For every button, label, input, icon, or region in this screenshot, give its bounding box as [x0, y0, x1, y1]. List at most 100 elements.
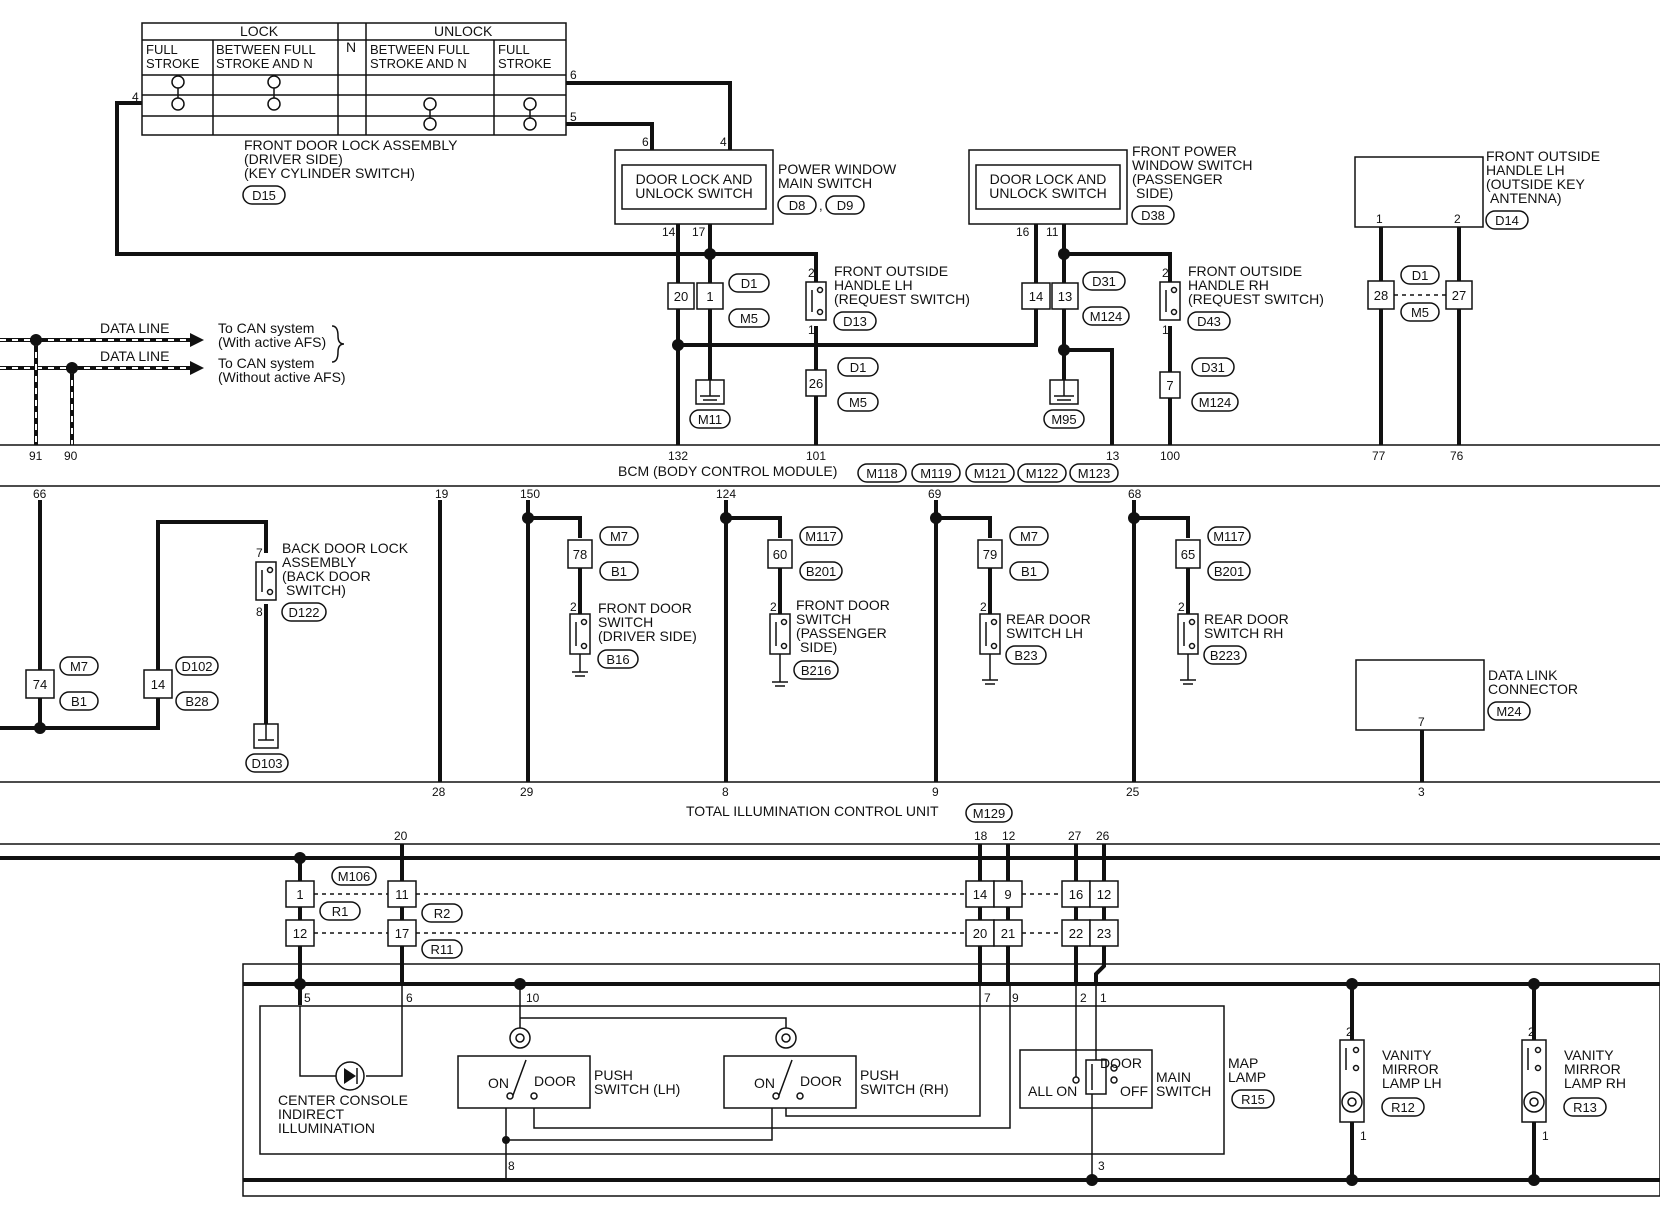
svg-text:1: 1 [1376, 212, 1383, 226]
svg-text:28: 28 [1374, 288, 1388, 303]
svg-text:SWITCH: SWITCH [598, 614, 653, 630]
svg-text:29: 29 [520, 785, 534, 799]
full-stroke-l2-u: STROKE [498, 56, 552, 71]
svg-text:2: 2 [770, 600, 777, 614]
lock-header: LOCK [240, 23, 279, 39]
svg-text:DOOR: DOOR [1100, 1055, 1142, 1071]
unlock-header: UNLOCK [434, 23, 493, 39]
svg-text:14: 14 [1029, 289, 1043, 304]
svg-text:D38: D38 [1141, 208, 1165, 223]
svg-text:B1: B1 [1021, 564, 1037, 579]
svg-text:R2: R2 [434, 906, 451, 921]
request-switch-lh: 2 1 FRONT OUTSIDE HANDLE LH (REQUEST SWI… [805, 263, 970, 412]
svg-text:8: 8 [508, 1159, 515, 1173]
svg-text:9: 9 [1012, 991, 1019, 1005]
svg-text:ON: ON [488, 1075, 509, 1091]
svg-text:65: 65 [1181, 547, 1195, 562]
conn-d9: D9 [837, 198, 854, 213]
svg-text:To CAN system: To CAN system [218, 355, 314, 371]
svg-text:2: 2 [1454, 212, 1461, 226]
svg-text:D14: D14 [1495, 213, 1519, 228]
back-door-switch: 7 8 BACK DOOR LOCK ASSEMBLY (BACK DOOR S… [245, 540, 409, 773]
svg-text:B1: B1 [71, 694, 87, 709]
svg-text:FRONT OUTSIDE: FRONT OUTSIDE [1486, 148, 1600, 164]
svg-text:M118: M118 [866, 466, 898, 481]
svg-text:7: 7 [1418, 715, 1425, 729]
bottom-pins: 5 6 10 7 9 2 1 8 3 [304, 991, 1107, 1173]
svg-text:2: 2 [808, 266, 815, 280]
svg-text:10: 10 [526, 991, 540, 1005]
pin-6-ks: 6 [570, 68, 577, 82]
svg-text:D103: D103 [251, 756, 282, 771]
svg-text:90: 90 [64, 449, 78, 463]
joint-74: 74 M7 B1 [25, 656, 99, 711]
svg-text:101: 101 [806, 449, 826, 463]
svg-text:B28: B28 [185, 694, 208, 709]
svg-text:91: 91 [29, 449, 43, 463]
svg-text:1: 1 [808, 323, 815, 337]
svg-text:R15: R15 [1241, 1092, 1265, 1107]
svg-text:D31: D31 [1092, 274, 1116, 289]
svg-text:(BACK DOOR: (BACK DOOR [282, 568, 371, 584]
svg-text:2: 2 [1178, 600, 1185, 614]
svg-text:B216: B216 [801, 663, 831, 678]
push-switch-lh: ON DOOR PUSH SWITCH (LH) [457, 1027, 680, 1109]
svg-text:HANDLE LH: HANDLE LH [1486, 162, 1565, 178]
svg-text:(DRIVER SIDE): (DRIVER SIDE) [598, 628, 697, 644]
svg-text:9: 9 [932, 785, 939, 799]
svg-text:SWITCH: SWITCH [796, 611, 851, 627]
ks-title-2: (DRIVER SIDE) [244, 151, 343, 167]
svg-text:FRONT DOOR: FRONT DOOR [796, 597, 890, 613]
bcm-pins-top: 91 90 132 101 13 100 77 76 [29, 449, 1464, 463]
svg-text:150: 150 [520, 487, 540, 501]
svg-text:M5: M5 [849, 395, 867, 410]
svg-text:ON: ON [754, 1075, 775, 1091]
svg-text:M7: M7 [70, 659, 88, 674]
svg-text:ASSEMBLY: ASSEMBLY [282, 554, 357, 570]
svg-text:132: 132 [668, 449, 688, 463]
svg-text:13: 13 [1106, 449, 1120, 463]
svg-text:DOOR: DOOR [800, 1073, 842, 1089]
ks-title-3: (KEY CYLINDER SWITCH) [244, 165, 415, 181]
svg-text:D102: D102 [181, 659, 212, 674]
svg-text:CONNECTOR: CONNECTOR [1488, 681, 1578, 697]
svg-text:26: 26 [1096, 829, 1110, 843]
svg-text:B223: B223 [1210, 648, 1240, 663]
front-door-switch-driver: 78 M7 B1 2 FRONT DOOR SWITCH (DRIVER SID… [567, 526, 697, 677]
between-l2-u: STROKE AND N [370, 56, 467, 71]
svg-text:MAP: MAP [1228, 1055, 1258, 1071]
svg-text:D13: D13 [843, 314, 867, 329]
svg-text:M5: M5 [1411, 305, 1429, 320]
pwm-pin-14: 14 [662, 225, 676, 239]
bcm-pins-bottom: 66 19 150 124 69 68 [33, 487, 1142, 501]
svg-text:7: 7 [984, 991, 991, 1005]
svg-text:28: 28 [432, 785, 446, 799]
svg-text:WINDOW SWITCH: WINDOW SWITCH [1132, 157, 1253, 173]
svg-text:1: 1 [1162, 323, 1169, 337]
svg-text:7: 7 [1166, 378, 1173, 393]
svg-text:20: 20 [394, 829, 408, 843]
svg-text:BACK DOOR LOCK: BACK DOOR LOCK [282, 540, 409, 556]
svg-text:M95: M95 [1051, 412, 1076, 427]
svg-text:12: 12 [293, 926, 307, 941]
svg-text:M11: M11 [698, 412, 722, 427]
svg-text:SWITCH (LH): SWITCH (LH) [594, 1081, 680, 1097]
pwm-pin-6: 6 [642, 135, 649, 149]
front-pw-switch-passenger: DOOR LOCK AND UNLOCK SWITCH FRONT POWER … [968, 143, 1253, 239]
svg-text:R12: R12 [1391, 1100, 1415, 1115]
svg-text:8: 8 [256, 605, 263, 619]
svg-text:(OUTSIDE KEY: (OUTSIDE KEY [1486, 176, 1585, 192]
svg-text:26: 26 [809, 376, 823, 391]
svg-text:1: 1 [1100, 991, 1107, 1005]
svg-text:D43: D43 [1197, 314, 1221, 329]
rear-door-switch-lh: 79 M7 B1 2 REAR DOOR SWITCH LH B23 [977, 526, 1091, 685]
svg-text:INDIRECT: INDIRECT [278, 1106, 345, 1122]
conn-d8: D8 [789, 198, 806, 213]
front-door-switch-passenger: 60 M117 B201 2 FRONT DOOR SWITCH (PASSEN… [767, 526, 890, 687]
pwm-inner-2: UNLOCK SWITCH [635, 185, 752, 201]
svg-text:66: 66 [33, 487, 47, 501]
svg-text:2: 2 [570, 600, 577, 614]
svg-text:M106: M106 [338, 869, 371, 884]
map-lamp: DOOR ALL ON OFF MAIN SWITCH MAP LAMP R15 [1019, 984, 1275, 1180]
svg-text:M124: M124 [1090, 309, 1123, 324]
